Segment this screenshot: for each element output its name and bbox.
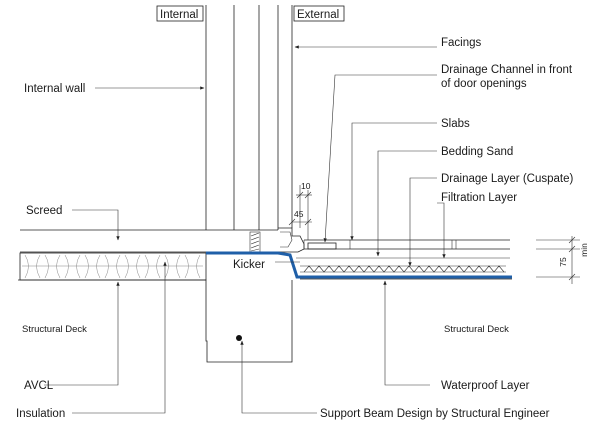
dim-10: 10 xyxy=(301,181,311,191)
waterproof-layer-label: Waterproof Layer xyxy=(441,380,530,392)
bedding-sand-label: Bedding Sand xyxy=(441,146,513,158)
support-beam-label: Support Beam Design by Structural Engine… xyxy=(320,408,550,420)
leaders xyxy=(44,45,446,414)
dim-45: 45 xyxy=(294,209,304,219)
beam-centre-dot xyxy=(236,335,242,341)
waterproof-membrane xyxy=(206,251,512,279)
structural-deck-right-label: Structural Deck xyxy=(444,324,509,335)
structural-deck-left-label: Structural Deck xyxy=(22,324,87,335)
external-paving xyxy=(296,239,510,273)
door-threshold xyxy=(249,227,305,253)
kicker-label: Kicker xyxy=(233,259,265,271)
drainage-layer-label: Drainage Layer (Cuspate) xyxy=(441,173,573,185)
dim-75: 75 xyxy=(558,257,568,267)
structural-deck xyxy=(18,278,512,363)
drainage-channel-label-2: of door openings xyxy=(441,78,527,90)
facings-label: Facings xyxy=(441,37,482,49)
wall xyxy=(205,5,293,231)
internal-wall-label: Internal wall xyxy=(24,83,85,95)
internal-box xyxy=(156,5,204,22)
dim-min: min xyxy=(579,243,589,257)
slabs-label: Slabs xyxy=(441,118,470,130)
insulation-layer xyxy=(19,252,207,281)
screed-label: Screed xyxy=(26,205,62,217)
external-box xyxy=(293,5,345,22)
avcl-label: AVCL xyxy=(24,380,54,392)
internal-label: Internal xyxy=(160,9,198,21)
drainage-channel-label-1: Drainage Channel in front xyxy=(441,64,573,76)
dimensions xyxy=(288,185,580,284)
screed xyxy=(20,229,206,253)
insulation-label: Insulation xyxy=(16,408,65,420)
external-label: External xyxy=(297,9,339,21)
filtration-layer-label: Filtration Layer xyxy=(441,192,517,204)
